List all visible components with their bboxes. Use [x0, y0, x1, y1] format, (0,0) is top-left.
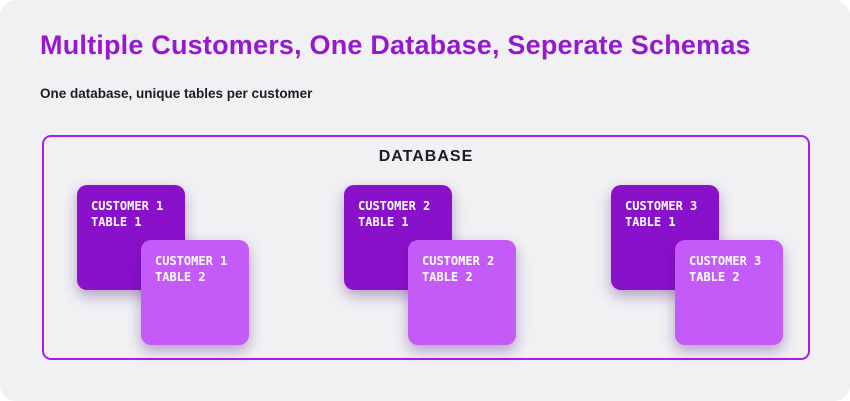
- card-customer-label: CUSTOMER 2: [422, 254, 495, 268]
- database-container: DATABASE CUSTOMER 1 TABLE 1 CUSTOMER 1 T…: [42, 135, 810, 360]
- customer-3-group: CUSTOMER 3 TABLE 1 CUSTOMER 3 TABLE 2: [611, 185, 783, 347]
- customer-3-table-2-card: CUSTOMER 3 TABLE 2: [675, 240, 783, 345]
- customer-2-group: CUSTOMER 2 TABLE 1 CUSTOMER 2 TABLE 2: [344, 185, 516, 347]
- card-customer-label: CUSTOMER 2: [358, 199, 431, 213]
- customer-2-table-2-card: CUSTOMER 2 TABLE 2: [408, 240, 516, 345]
- customer-1-table-1-card: CUSTOMER 1 TABLE 1: [77, 185, 185, 290]
- card-table-label: TABLE 2: [422, 270, 473, 284]
- card-table-label: TABLE 1: [625, 215, 676, 229]
- card-table-label: TABLE 1: [358, 215, 409, 229]
- page-title: Multiple Customers, One Database, Sepera…: [40, 30, 751, 60]
- card-customer-label: CUSTOMER 3: [689, 254, 762, 268]
- page-subtitle: One database, unique tables per customer: [40, 86, 313, 101]
- card-table-label: TABLE 2: [155, 270, 206, 284]
- database-label: DATABASE: [378, 148, 474, 165]
- customer-1-table-2-card: CUSTOMER 1 TABLE 2: [141, 240, 249, 345]
- card-customer-label: CUSTOMER 3: [625, 199, 698, 213]
- card-customer-label: CUSTOMER 1: [155, 254, 228, 268]
- card-table-label: TABLE 2: [689, 270, 740, 284]
- card-customer-label: CUSTOMER 1: [91, 199, 164, 213]
- customer-1-group: CUSTOMER 1 TABLE 1 CUSTOMER 1 TABLE 2: [77, 185, 249, 347]
- card-table-label: TABLE 1: [91, 215, 142, 229]
